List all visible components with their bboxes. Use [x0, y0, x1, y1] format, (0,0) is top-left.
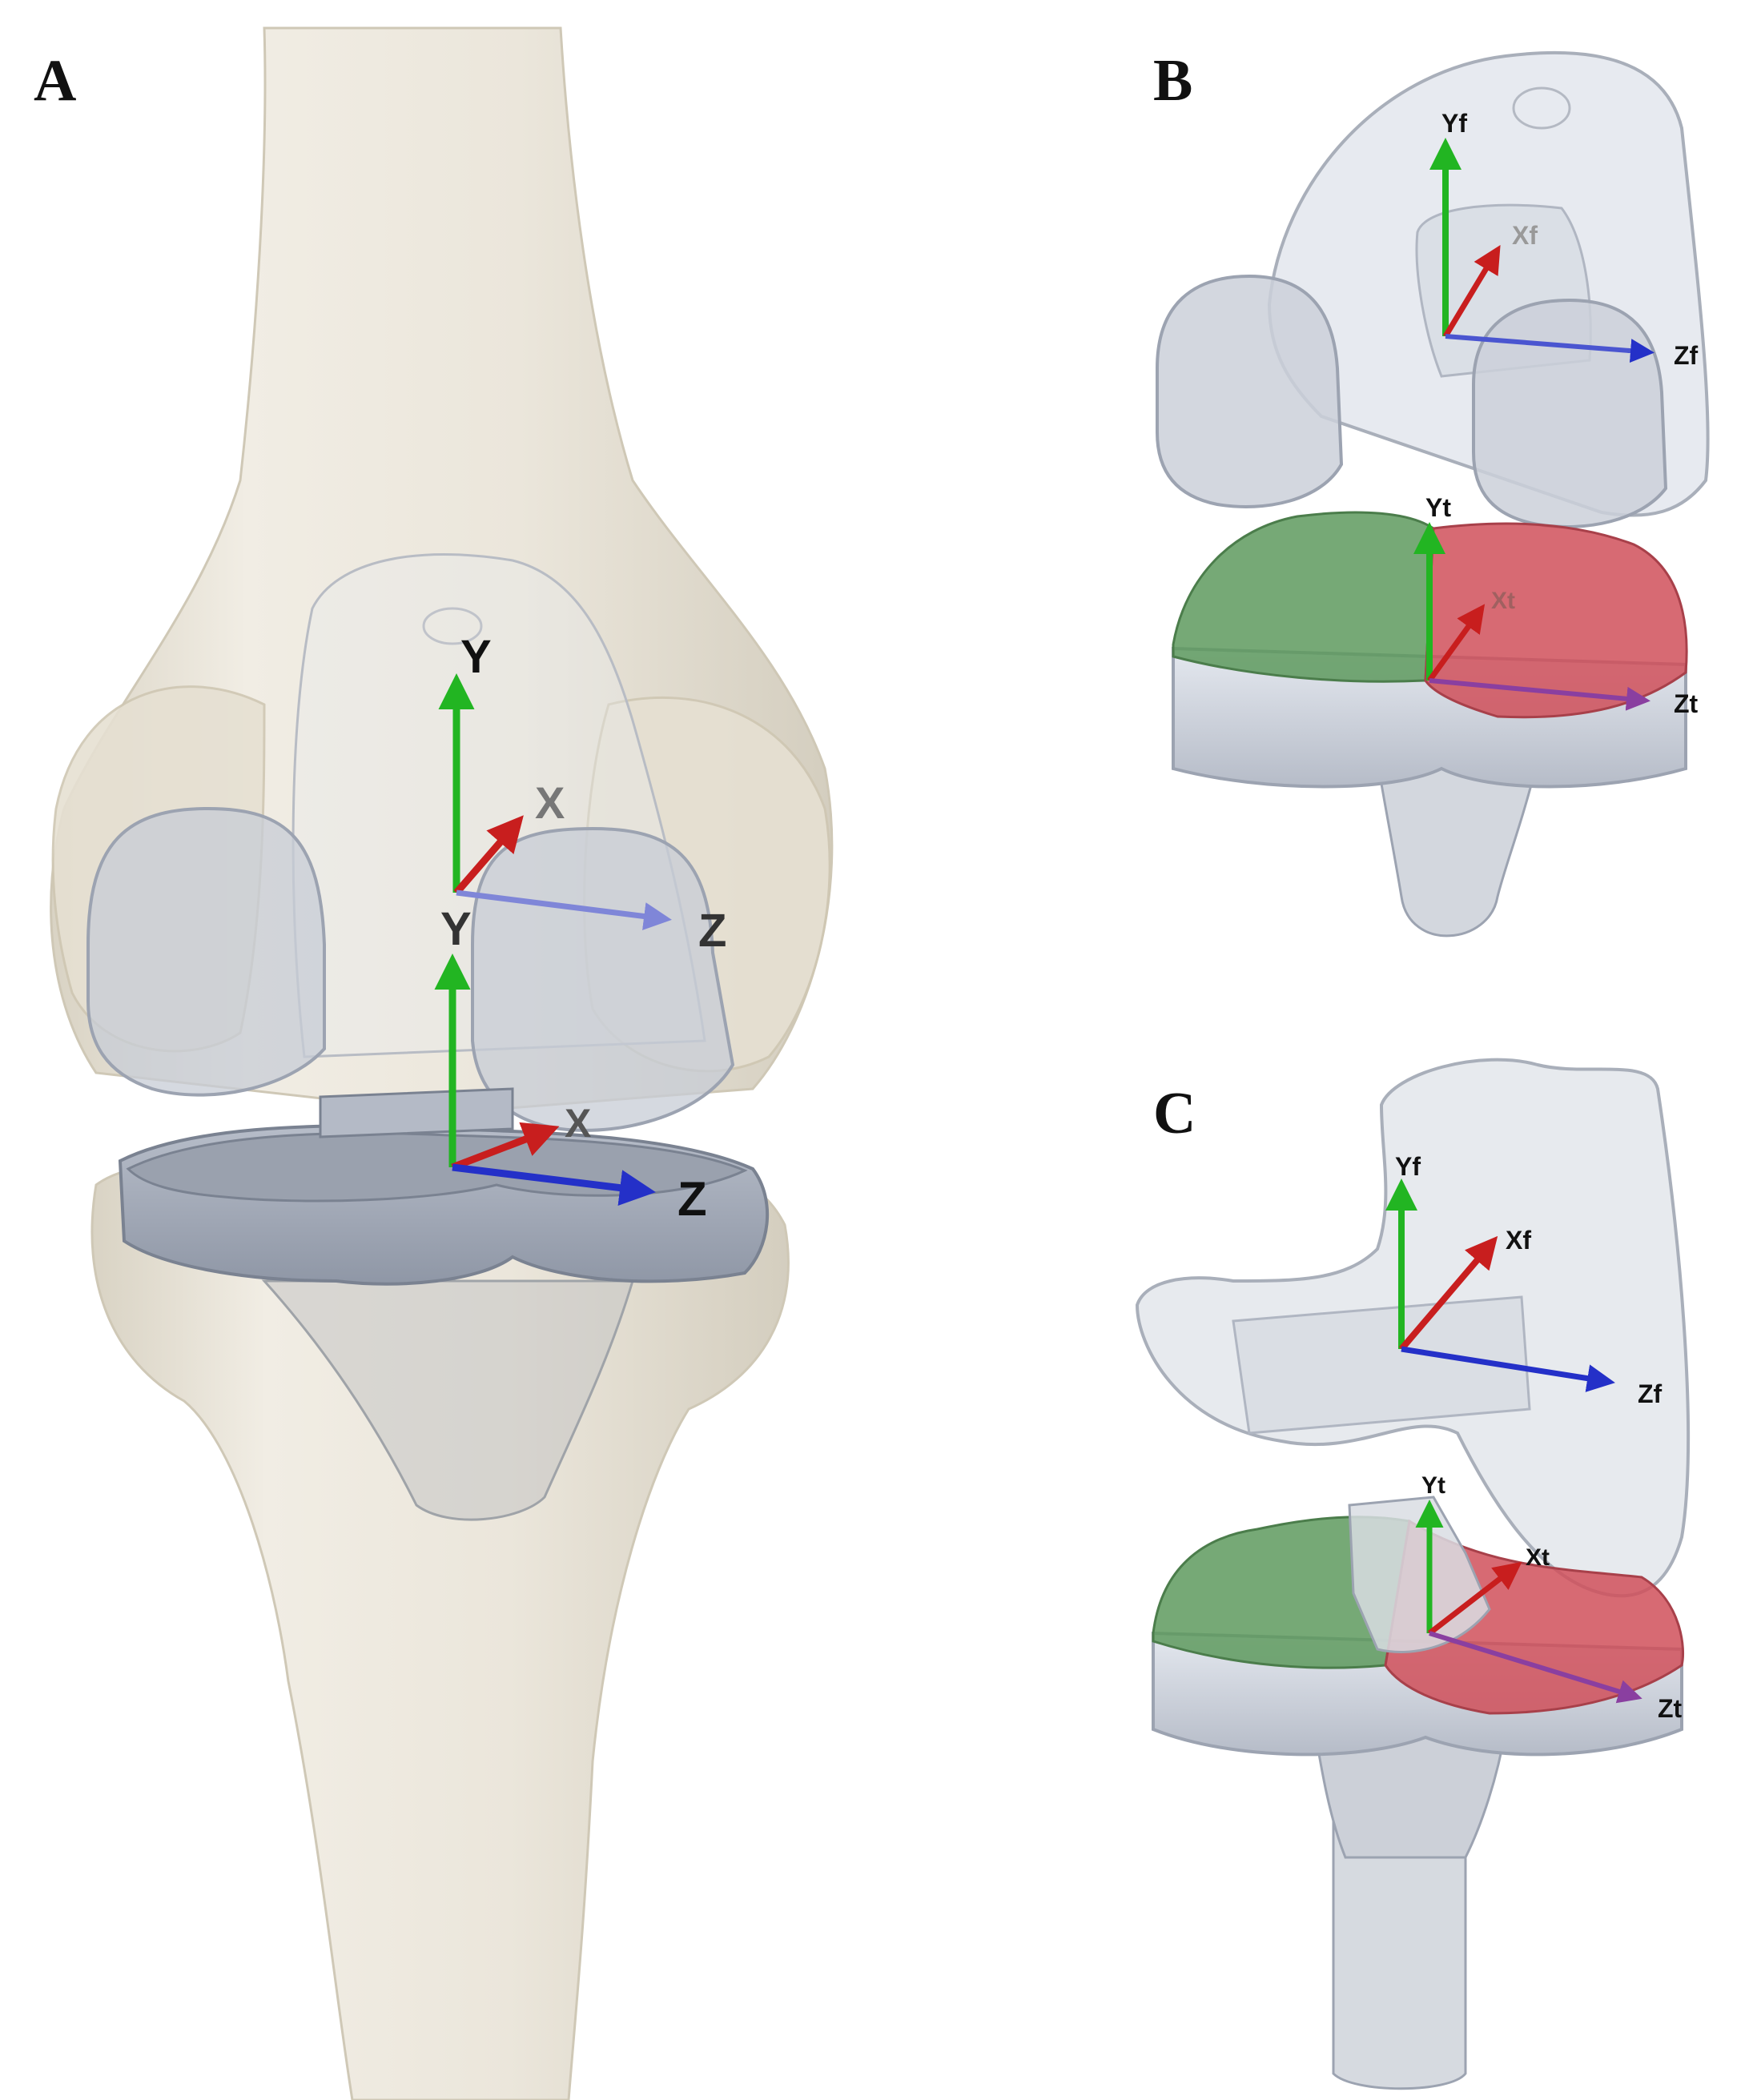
femoral-condyle-lateral-b	[1472, 298, 1668, 528]
femoral-implant-condyle-medial	[86, 806, 326, 1097]
femoral-axes-c: Yf Xf Zf	[1385, 1152, 1663, 1408]
axis-x-arrow	[1427, 604, 1486, 683]
axis-x-arrow	[1443, 245, 1501, 338]
tibial-axes-c: Yt Xt Zt	[1415, 1472, 1683, 1723]
panel-b: B Yf Xf Zf Yt Xt Zt	[1153, 48, 1710, 938]
axis-label-z: Zf	[1674, 341, 1699, 370]
axis-label-z: Z	[698, 905, 726, 957]
tibial-insert-medial-b	[1172, 511, 1435, 683]
axis-z-arrow	[456, 889, 672, 930]
tibial-axes-a: Y X Z	[434, 903, 707, 1226]
femoral-component-box-c	[1232, 1295, 1531, 1435]
axis-label-z: Z	[677, 1172, 707, 1226]
femoral-implant-condyle-lateral	[471, 826, 735, 1132]
axis-label-x: X	[565, 1101, 591, 1146]
axis-label-x: Xf	[1512, 221, 1538, 250]
tibial-insert-lateral-b	[1424, 522, 1688, 719]
femoral-component-logo-b	[1512, 86, 1571, 130]
axis-label-x: Xt	[1526, 1544, 1550, 1571]
axis-label-y: Yt	[1421, 1472, 1445, 1499]
axis-label-y: Yf	[1395, 1152, 1421, 1181]
axis-label-z: Zt	[1658, 1694, 1683, 1723]
panel-letter-b: B	[1153, 48, 1192, 114]
axis-x-arrow	[1427, 1561, 1522, 1636]
tibial-keel-c	[1312, 1720, 1507, 1859]
femoral-axes-a: Y X Z	[438, 631, 726, 957]
tibial-keel	[261, 1279, 635, 1521]
axis-x-arrow	[451, 1122, 560, 1171]
tibial-stem-b	[1376, 759, 1539, 938]
axis-z-arrow	[452, 1163, 656, 1206]
axis-z-arrow	[1429, 678, 1650, 711]
tibial-post-c	[1348, 1496, 1491, 1653]
panel-letter-a: A	[34, 48, 76, 114]
axis-label-z: Zt	[1674, 689, 1699, 718]
panel-a: A Y X Z	[34, 26, 834, 2100]
axis-label-x: Xt	[1491, 588, 1515, 614]
tibial-post	[319, 1087, 514, 1138]
femoral-component-logo	[422, 607, 483, 645]
femoral-condyle-medial-b	[1156, 274, 1344, 508]
axis-label-x: Xf	[1506, 1226, 1531, 1255]
axis-x-arrow	[453, 815, 524, 895]
panel-c: C Yf Xf Zf Yt Xt Zt	[1135, 1058, 1691, 2090]
axis-z-arrow	[1401, 1346, 1615, 1392]
axis-x-arrow	[1398, 1235, 1498, 1351]
axis-label-y: Yt	[1425, 493, 1451, 522]
femoral-axes-b: Yf Xf Zf	[1429, 109, 1699, 370]
axis-label-y: Y	[440, 903, 472, 955]
axis-label-y: Y	[460, 631, 492, 683]
axis-z-arrow	[1445, 334, 1654, 363]
tibial-axes-b: Yt Xt Zt	[1413, 493, 1699, 718]
axis-label-x: X	[535, 777, 565, 828]
axis-label-z: Zf	[1638, 1379, 1663, 1408]
panel-letter-c: C	[1153, 1081, 1196, 1146]
axis-label-y: Yf	[1441, 109, 1467, 138]
axis-z-arrow	[1429, 1631, 1642, 1704]
